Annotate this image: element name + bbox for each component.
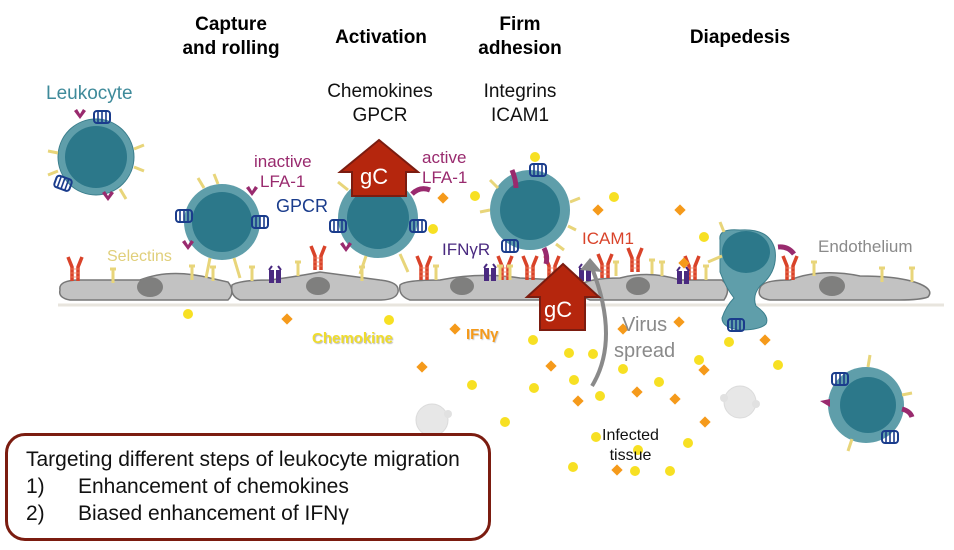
label-line: inactive xyxy=(254,152,312,171)
active-lfa1-icon xyxy=(410,186,431,196)
label-line: tissue xyxy=(609,447,652,464)
active-lfa1-icon xyxy=(509,169,519,189)
summary-item: 2) Biased enhancement of IFNγ xyxy=(26,500,488,527)
label-line: active xyxy=(422,148,467,167)
summary-item-number: 2) xyxy=(26,502,45,525)
active-lfa1-icon xyxy=(541,246,550,265)
nucleus xyxy=(306,277,330,295)
lfa1-icon xyxy=(820,399,830,407)
nucleus xyxy=(450,277,474,295)
subtitle-line: GPCR xyxy=(352,105,408,126)
activation-subtitle: Chemokines GPCR xyxy=(310,80,450,128)
active-lfa1-icon xyxy=(777,244,796,256)
icam1-molecule xyxy=(781,254,799,282)
label-line: Infected xyxy=(602,427,659,444)
adhesion-subtitle: Integrins ICAM1 xyxy=(465,80,575,128)
label-line: Virus xyxy=(621,314,668,336)
ifng-label: IFNγ xyxy=(466,326,499,343)
gc-upper-label: gC xyxy=(360,164,389,189)
summary-item-text: Enhancement of chemokines xyxy=(78,475,349,498)
infected-cell xyxy=(415,403,452,437)
icam1-molecule xyxy=(66,255,84,283)
summary-item-text: Biased enhancement of IFNγ xyxy=(78,502,349,525)
leukocyte-label: Leukocyte xyxy=(46,83,133,104)
nucleus xyxy=(819,276,845,296)
virus-spread-arrowhead xyxy=(580,258,602,272)
leukocyte-activation xyxy=(329,178,431,275)
gpcr-label: GPCR xyxy=(276,196,329,216)
chemokine-particles xyxy=(183,152,783,476)
summary-item-number: 1) xyxy=(26,475,45,498)
label-line: spread xyxy=(614,340,676,362)
chemokine-label: Chemokine xyxy=(312,330,393,347)
step-title-line: and rolling xyxy=(182,38,280,59)
ifngr-label: IFNγR xyxy=(442,240,491,259)
subtitle-line: Chemokines xyxy=(327,81,433,102)
step-title-line: Firm xyxy=(499,14,541,35)
subtitle-line: Integrins xyxy=(483,81,557,102)
gc-lower-arrow xyxy=(524,262,602,331)
step-firm-adhesion-title: Firm adhesion xyxy=(465,13,575,61)
gc-upper-arrow xyxy=(337,138,421,197)
inactive-lfa1-label: inactive LFA-1 xyxy=(254,152,312,192)
icam1-molecule xyxy=(415,254,433,282)
leukocyte-rolling xyxy=(175,173,269,279)
label-line: LFA-1 xyxy=(422,168,468,187)
active-lfa1-icon xyxy=(901,406,915,418)
leukocyte-free xyxy=(47,109,145,201)
icam1-label: ICAM1 xyxy=(582,229,634,248)
nucleus xyxy=(137,277,163,297)
leukocyte-tissue xyxy=(820,354,915,452)
step-diapedesis-title: Diapedesis xyxy=(689,27,791,48)
summary-box: Targeting different steps of leukocyte m… xyxy=(5,433,491,541)
endothelium-label: Endothelium xyxy=(818,237,913,256)
selectins-label: Selectins xyxy=(107,248,172,265)
icam1-molecule xyxy=(309,244,327,272)
active-lfa1-label: active LFA-1 xyxy=(422,148,467,188)
subtitle-line: ICAM1 xyxy=(490,105,550,126)
leukocyte-firm-adhesion xyxy=(479,163,581,265)
step-capture-rolling-title: Capture and rolling xyxy=(176,13,286,61)
leukocyte-diapedesis xyxy=(707,221,796,332)
gc-lower-label: gC xyxy=(544,297,573,322)
step-title-line: Capture xyxy=(195,14,267,35)
lfa1-icon xyxy=(340,242,352,252)
infected-cell xyxy=(720,385,760,419)
nucleus xyxy=(626,277,650,295)
lfa1-icon xyxy=(74,109,86,119)
virus-spread-label: Virus spread xyxy=(614,312,675,364)
icam1-molecule xyxy=(596,252,614,280)
step-activation-title: Activation xyxy=(335,27,427,48)
label-line: LFA-1 xyxy=(260,172,306,191)
step-title-line: adhesion xyxy=(478,38,562,59)
icam1-molecule xyxy=(626,246,644,274)
summary-item: 1) Enhancement of chemokines xyxy=(26,473,488,500)
summary-title: Targeting different steps of leukocyte m… xyxy=(26,448,460,471)
icam1-molecule xyxy=(521,254,539,282)
infected-tissue-label: Infected tissue xyxy=(602,426,659,466)
virus-spread-arrow xyxy=(590,267,608,388)
endothelium xyxy=(58,271,931,301)
